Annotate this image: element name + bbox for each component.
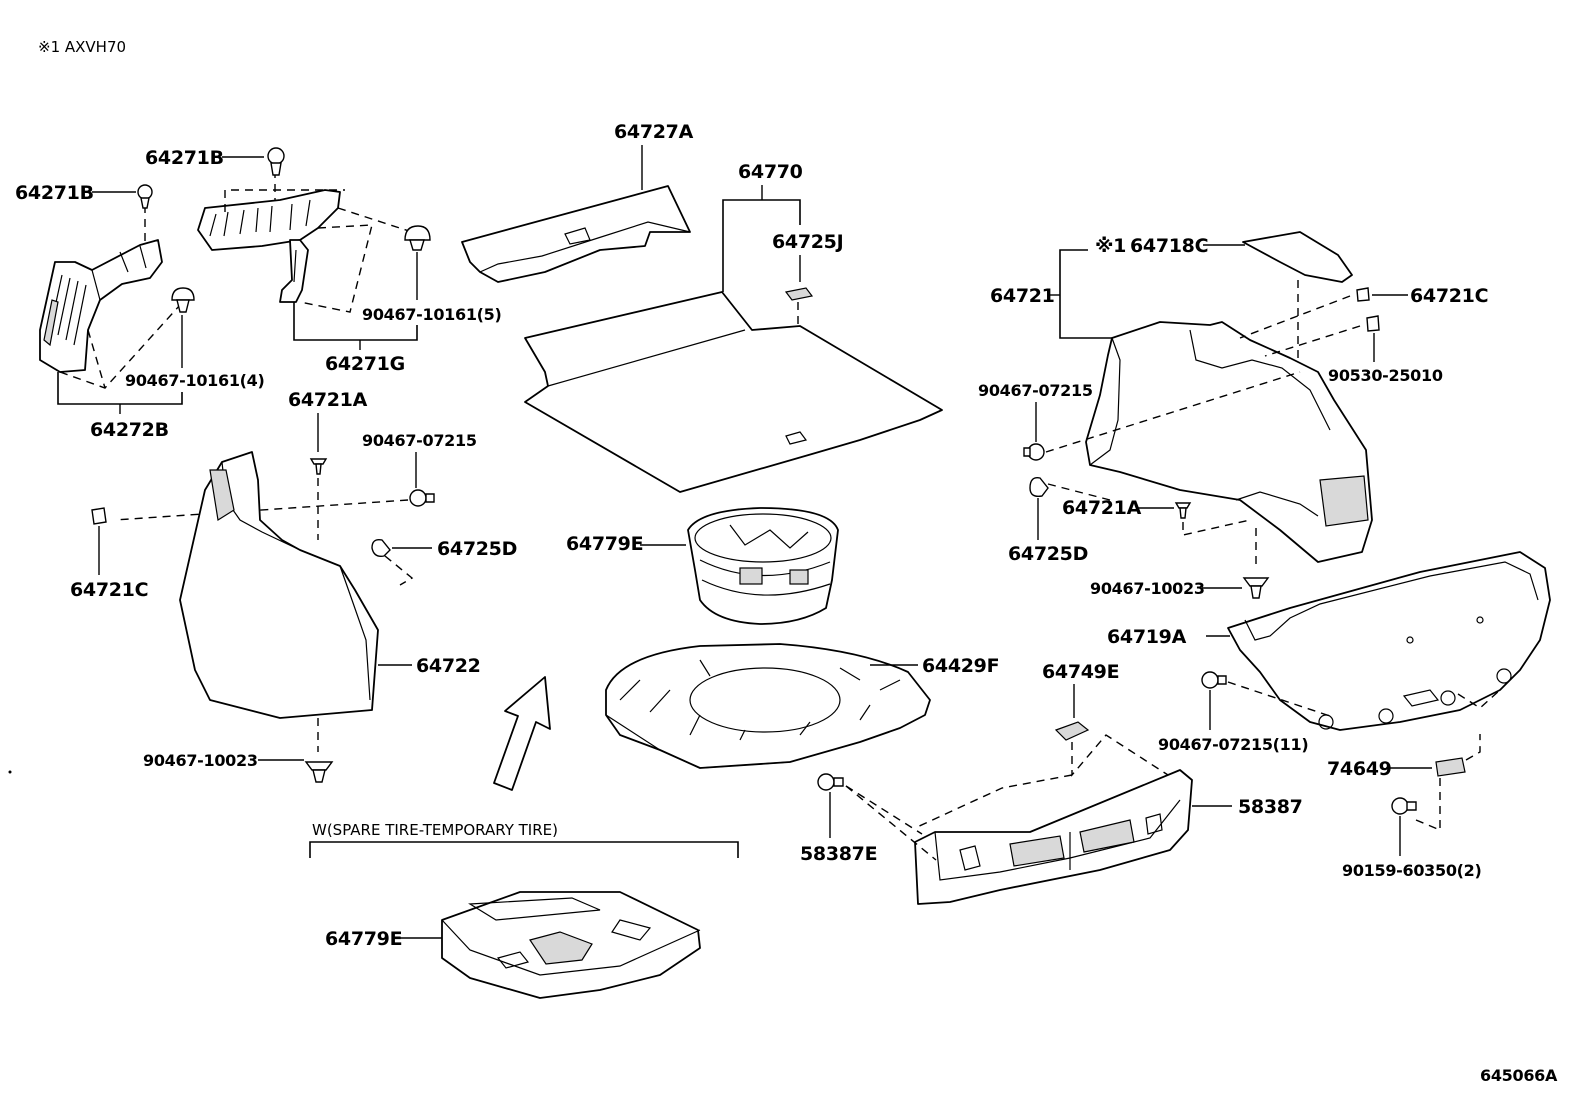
part-74649-bracket — [1435, 757, 1466, 777]
push-clip-icon — [171, 287, 195, 313]
label-64721C-left: 64721C — [70, 579, 148, 601]
part-64770-floor-mat — [524, 291, 943, 493]
push-clip-icon — [1201, 671, 1227, 689]
label-64779E-bottom: 64779E — [325, 928, 402, 950]
push-clip-icon — [404, 225, 431, 251]
label-90467-07215-right: 90467-07215 — [978, 381, 1093, 400]
spare-tire-note: W(SPARE TIRE-TEMPORARY TIRE) — [312, 821, 558, 839]
label-64779E-top: 64779E — [566, 533, 643, 555]
part-64721C-left-clip — [91, 507, 107, 525]
push-clip-icon — [267, 147, 285, 176]
push-clip-icon — [1023, 443, 1045, 461]
part-90530-25010-pad — [1366, 315, 1380, 332]
part-64721C-right-clip — [1356, 287, 1370, 302]
part-64779E-foam-tray — [441, 891, 701, 999]
label-90467-07215-left: 90467-07215 — [362, 431, 477, 450]
label-90159-60350-2: 90159-60350(2) — [1342, 861, 1482, 880]
part-64718C-lid — [1242, 231, 1353, 283]
label-90467-10023-left: 90467-10023 — [143, 751, 258, 770]
part-64429F-tray — [605, 643, 931, 769]
label-64271B-left: 64271B — [15, 182, 94, 204]
label-90530-25010: 90530-25010 — [1328, 366, 1443, 385]
label-58387: 58387 — [1238, 796, 1303, 818]
label-64719A: 64719A — [1107, 626, 1187, 648]
part-64272B-trim — [39, 239, 163, 373]
applicability-note: ※1 AXVH70 — [38, 38, 126, 56]
diagram-id: 645066A — [1480, 1066, 1558, 1085]
part-64727A-cover — [461, 185, 691, 283]
part-58387-sill-plate — [914, 769, 1193, 905]
part-64725D-right-hook — [1029, 477, 1049, 498]
label-64727A: 64727A — [614, 121, 694, 143]
label-64721: 64721 — [990, 285, 1055, 307]
push-clip-icon — [817, 773, 844, 791]
push-clip-icon — [304, 761, 334, 783]
label-90467-10161-5: 90467-10161(5) — [362, 305, 502, 324]
up-right-arrow-icon — [493, 676, 551, 791]
screw-icon — [309, 458, 328, 475]
label-64749E: 64749E — [1042, 661, 1119, 683]
part-64725J-pad — [784, 287, 814, 301]
push-clip-icon — [137, 184, 153, 209]
label-64271G: 64271G — [325, 353, 405, 375]
label-64725D-left: 64725D — [437, 538, 517, 560]
part-64719A-lid-trim — [1227, 551, 1551, 731]
label-64725J: 64725J — [772, 231, 843, 253]
label-90467-10023-right: 90467-10023 — [1090, 579, 1205, 598]
push-clip-icon — [1391, 797, 1417, 815]
label-58387E: 58387E — [800, 843, 877, 865]
label-64718C-mark: ※1 — [1095, 235, 1126, 257]
label-64721C-right: 64721C — [1410, 285, 1488, 307]
part-64721-quarter-trim — [1085, 321, 1373, 563]
label-90467-07215-11: 90467-07215(11) — [1158, 735, 1308, 754]
label-90467-10161-4: 90467-10161(4) — [125, 371, 265, 390]
label-64725D-right: 64725D — [1008, 543, 1088, 565]
part-64779E-block — [687, 507, 839, 625]
part-64725D-left-hook — [371, 538, 391, 558]
label-64722: 64722 — [416, 655, 481, 677]
stray-mark — [8, 770, 12, 774]
label-64429F: 64429F — [922, 655, 999, 677]
part-64271G-bracket — [197, 189, 341, 303]
label-74649: 74649 — [1327, 758, 1392, 780]
screw-icon — [1174, 502, 1192, 519]
label-64271B-top: 64271B — [145, 147, 224, 169]
label-64721A-left: 64721A — [288, 389, 368, 411]
label-64770: 64770 — [738, 161, 803, 183]
label-64721A-right: 64721A — [1062, 497, 1142, 519]
label-64718C: 64718C — [1130, 235, 1208, 257]
label-64272B: 64272B — [90, 419, 169, 441]
part-64722-quarter-trim — [179, 451, 379, 719]
push-clip-icon — [1242, 577, 1270, 599]
push-clip-icon — [409, 489, 435, 507]
part-64749E-clip — [1054, 721, 1090, 741]
